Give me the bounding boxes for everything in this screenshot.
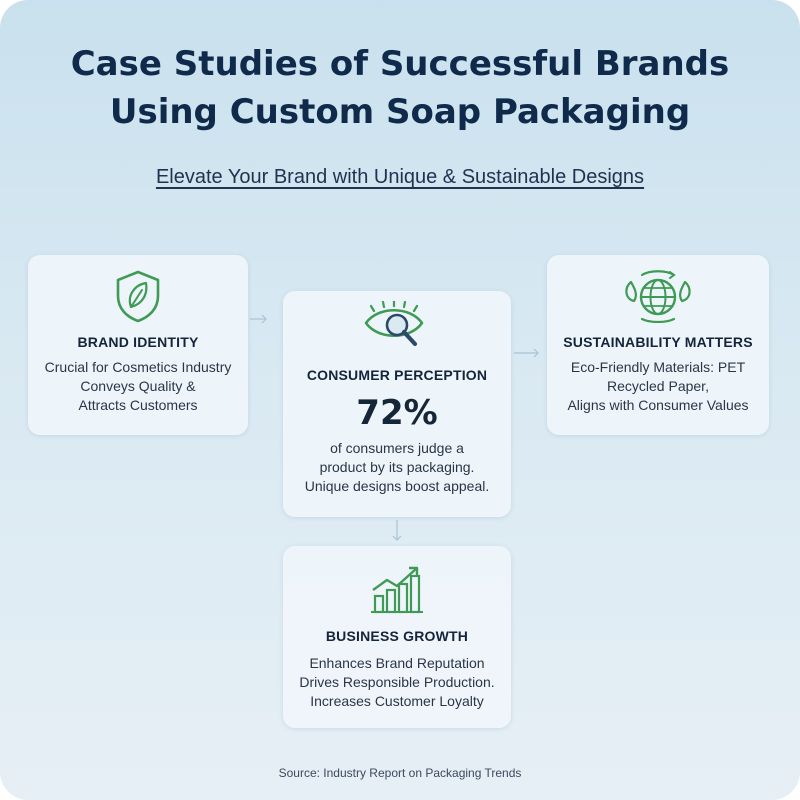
card-description: Eco-Friendly Materials: PET Recycled Pap…	[547, 358, 769, 415]
card-line: Drives Responsible Production.	[299, 674, 495, 690]
title-line-1: Case Studies of Successful Brands	[70, 44, 730, 84]
card-consumer-perception: CONSUMER PERCEPTION 72% of consumers jud…	[283, 291, 511, 517]
card-heading: BUSINESS GROWTH	[325, 628, 469, 644]
card-line: Recycled Paper,	[607, 378, 709, 394]
card-line: Unique designs boost appeal.	[304, 478, 490, 494]
card-sustainability: SUSTAINABILITY MATTERS Eco-Friendly Mate…	[547, 255, 769, 435]
card-business-growth: BUSINESS GROWTH Enhances Brand Reputatio…	[283, 546, 511, 728]
arrow-consumer-to-sustain-icon	[514, 348, 539, 358]
card-line: Aligns with Consumer Values	[567, 397, 749, 413]
arrow-brand-to-consumer-icon	[250, 314, 267, 324]
arrow-consumer-to-growth-icon	[392, 520, 402, 541]
eco-globe-icon	[547, 269, 769, 323]
card-brand-identity: BRAND IDENTITY Crucial for Cosmetics Ind…	[28, 255, 248, 435]
leaf-shield-icon	[28, 269, 248, 323]
card-line: Eco-Friendly Materials: PET	[570, 359, 746, 375]
card-line: Attracts Customers	[78, 397, 198, 413]
growth-chart-icon	[283, 564, 511, 614]
card-line: Crucial for Cosmetics Industry	[44, 359, 232, 375]
card-line: product by its packaging.	[319, 459, 475, 475]
eye-magnifier-icon	[283, 301, 511, 355]
stat-value: 72%	[356, 393, 438, 433]
card-heading: CONSUMER PERCEPTION	[306, 367, 488, 383]
card-line: Increases Customer Loyalty	[310, 693, 484, 709]
card-heading: BRAND IDENTITY	[77, 334, 199, 350]
card-line: of consumers judge a	[330, 440, 464, 456]
page-subtitle: Elevate Your Brand with Unique & Sustain…	[155, 166, 645, 188]
source-note: Source: Industry Report on Packaging Tre…	[278, 766, 522, 780]
title-line-2: Using Custom Soap Packaging	[109, 92, 691, 132]
card-description: Crucial for Cosmetics Industry Conveys Q…	[28, 358, 248, 415]
card-description: of consumers judge a product by its pack…	[283, 439, 511, 496]
card-line: Conveys Quality &	[80, 378, 196, 394]
page-title: Case Studies of Successful Brands Using …	[0, 40, 800, 136]
card-heading: SUSTAINABILITY MATTERS	[563, 334, 753, 350]
card-description: Enhances Brand Reputation Drives Respons…	[283, 654, 511, 711]
card-line: Enhances Brand Reputation	[309, 655, 485, 671]
